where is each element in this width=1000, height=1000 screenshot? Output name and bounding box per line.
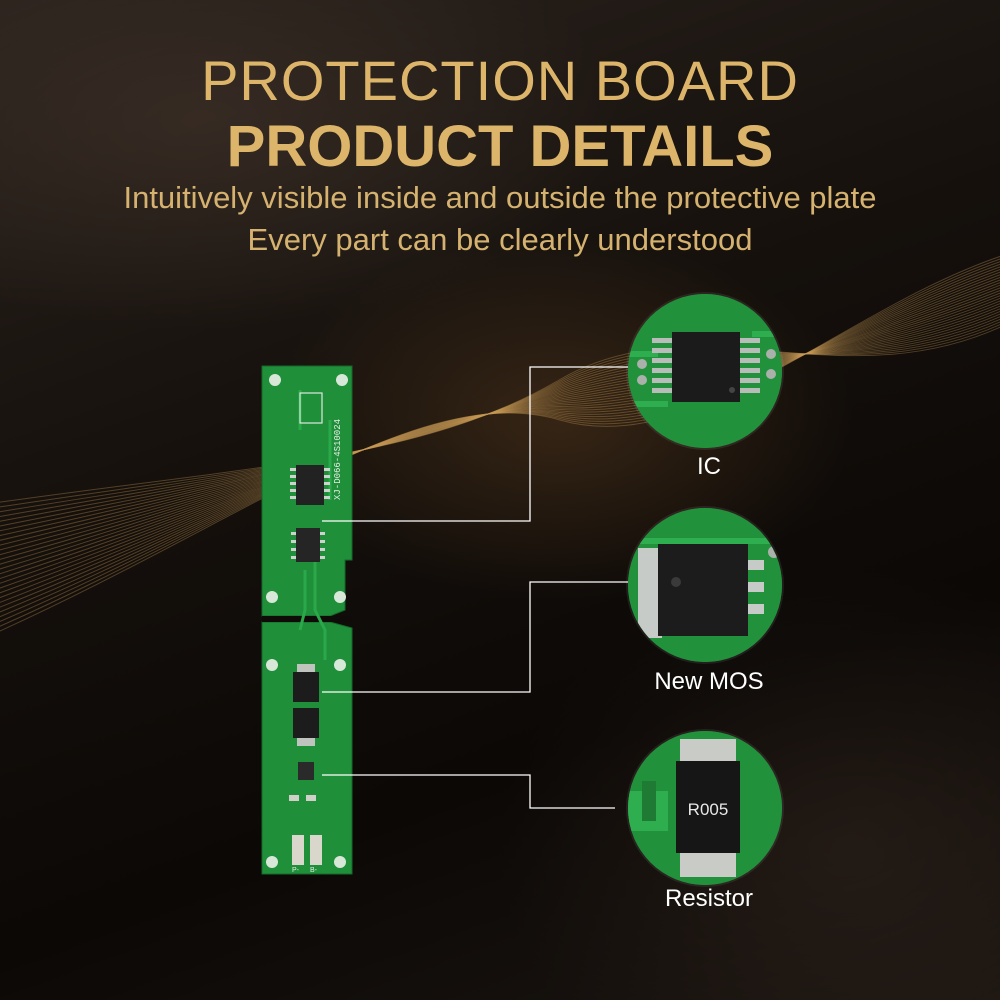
- callout-label-resistor: Resistor: [664, 885, 754, 912]
- pad-label-b: B-: [310, 867, 318, 874]
- subtitle-line-1: Intuitively visible inside and outside t…: [123, 180, 877, 215]
- mounting-hole: [334, 659, 346, 671]
- mosfet-closeup-icon: [628, 508, 782, 662]
- mounting-hole: [269, 374, 281, 386]
- title-protection-board: PROTECTION BOARD: [201, 49, 799, 112]
- mos-closeup-circle: [628, 508, 782, 662]
- callout-label-ic: IC: [697, 453, 721, 480]
- mounting-hole: [334, 591, 346, 603]
- resistor-closeup-icon: R005: [628, 731, 782, 885]
- p-minus-pad: [310, 835, 322, 865]
- subtitle-line-2: Every part can be clearly understood: [247, 222, 753, 257]
- resistor-closeup-circle: R005: [628, 731, 782, 885]
- board-silkscreen-code: XJ-D066-4S10024: [333, 419, 343, 500]
- secondary-chip: [296, 528, 320, 562]
- resistor-marking: R005: [688, 800, 729, 819]
- b-minus-pad: [292, 835, 304, 865]
- ic-chip: [296, 465, 324, 505]
- title-product-details: PRODUCT DETAILS: [226, 114, 774, 179]
- callout-label-new-mos: New MOS: [654, 668, 764, 695]
- mounting-hole: [266, 591, 278, 603]
- mounting-hole: [266, 856, 278, 868]
- ic-closeup-circle: [628, 294, 782, 448]
- mosfet-1: [293, 672, 319, 702]
- pad-label-p: P-: [292, 867, 300, 874]
- mounting-hole: [334, 856, 346, 868]
- mounting-hole: [266, 659, 278, 671]
- mounting-hole: [336, 374, 348, 386]
- ic-chip-closeup-icon: [628, 294, 782, 448]
- mosfet-2: [293, 708, 319, 738]
